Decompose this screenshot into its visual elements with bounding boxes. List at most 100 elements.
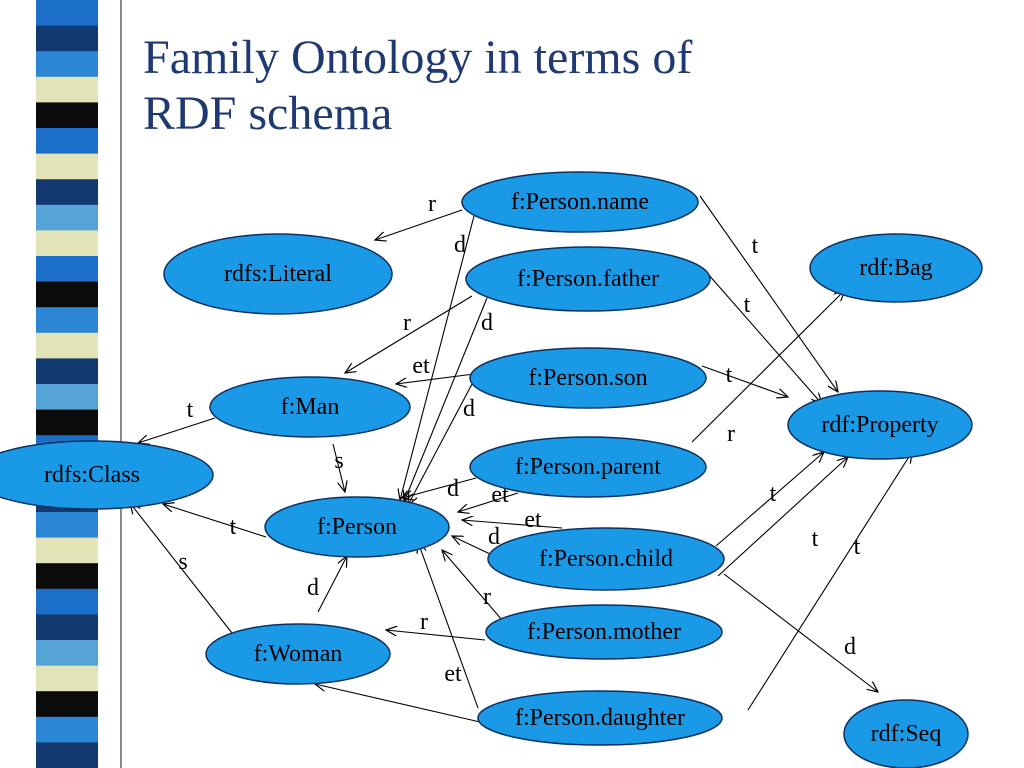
edge-arrow	[723, 573, 878, 692]
node-rdf-bag: rdf:Bag	[809, 233, 983, 303]
stripe-block	[36, 512, 98, 539]
stripe-block	[36, 204, 98, 231]
edge-label: r	[420, 609, 428, 635]
edge-label: d	[844, 634, 856, 660]
edge-arrow	[701, 365, 788, 397]
edge-label: d	[463, 396, 475, 422]
edge-arrow	[747, 452, 912, 711]
edge-arrow	[402, 477, 477, 498]
edge-label: d	[307, 575, 319, 601]
node-person-parent: f:Person.parent	[469, 436, 707, 498]
node-f-man: f:Man	[209, 376, 411, 438]
edge-label: r	[483, 584, 491, 610]
edge-label: d	[481, 310, 493, 336]
node-f-woman: f:Woman	[205, 623, 391, 685]
edge-label: d	[488, 524, 500, 550]
stripe-divider	[120, 0, 122, 768]
slide-title-line-1: Family Ontology in terms of	[143, 31, 693, 84]
edge-arrow	[138, 417, 216, 443]
node-rdfs-literal: rdfs:Literal	[163, 233, 393, 315]
node-ellipse	[163, 233, 393, 315]
edge-label: t	[752, 233, 759, 259]
edge-label: s	[178, 549, 187, 575]
edge-arrow	[130, 503, 233, 634]
edge-label: d	[454, 232, 466, 258]
edge-label: d	[447, 476, 459, 502]
edge-label: t	[230, 514, 237, 540]
stripe-block	[36, 384, 98, 411]
stripe-block	[36, 179, 98, 206]
edge-arrow	[375, 209, 463, 240]
node-ellipse	[469, 436, 707, 498]
stripe-block	[36, 640, 98, 667]
edge-label: et	[491, 482, 509, 508]
edge-label: et	[444, 661, 462, 687]
edge-arrow	[317, 556, 347, 613]
node-label: rdf:Property	[821, 412, 938, 438]
node-person-daughter: f:Person.daughter	[477, 690, 723, 746]
stripe-block	[36, 588, 98, 615]
edge-label: et	[412, 353, 430, 379]
node-f-person: f:Person	[264, 496, 450, 558]
edge-arrow	[400, 215, 475, 500]
edge-arrow	[691, 290, 845, 443]
node-ellipse	[487, 527, 725, 591]
edge-arrow	[699, 195, 838, 392]
node-label: f:Person.son	[528, 365, 647, 391]
stripe-block	[36, 281, 98, 308]
edge-label: t	[726, 362, 733, 388]
stripe-block	[36, 230, 98, 257]
edge-arrow	[707, 273, 822, 404]
edge-arrow	[404, 297, 488, 502]
edge-arrow	[717, 457, 848, 577]
node-label: f:Woman	[254, 641, 343, 667]
edge-label: t	[854, 534, 861, 560]
stripe-block	[36, 614, 98, 641]
node-ellipse	[0, 440, 214, 510]
edge-arrow	[345, 295, 473, 373]
edge-label: s	[334, 448, 343, 474]
node-person-father: f:Person.father	[465, 246, 711, 312]
stripe-block	[36, 25, 98, 52]
node-ellipse	[461, 171, 699, 233]
stripe-block	[36, 537, 98, 564]
edge-arrow	[408, 383, 473, 505]
node-label: rdf:Bag	[859, 255, 932, 281]
edge-arrow	[396, 373, 475, 384]
edge-arrow	[462, 520, 563, 529]
edge-arrow	[442, 550, 503, 621]
stripe-block	[36, 128, 98, 155]
slide-title-line-2: RDF schema	[143, 87, 393, 140]
edge-arrow	[418, 542, 479, 709]
decorative-stripe	[36, 0, 98, 768]
stripe-block	[36, 742, 98, 768]
edge-label: t	[812, 526, 819, 552]
node-ellipse	[809, 233, 983, 303]
edge-arrow	[715, 452, 824, 547]
node-label: rdf:Seq	[871, 721, 942, 747]
node-label: rdfs:Class	[44, 462, 140, 488]
node-label: f:Person.mother	[527, 619, 681, 645]
node-person-son: f:Person.son	[469, 347, 707, 409]
stripe-block	[36, 332, 98, 359]
stripe-block	[36, 51, 98, 78]
stripe-block	[36, 691, 98, 718]
stripe-block	[36, 665, 98, 692]
node-person-mother: f:Person.mother	[485, 604, 723, 660]
node-label: f:Man	[281, 394, 340, 420]
node-label: f:Person	[317, 514, 397, 540]
node-ellipse	[205, 623, 391, 685]
node-ellipse	[209, 376, 411, 438]
edge-arrow	[452, 536, 491, 555]
edge-arrow	[332, 443, 345, 492]
node-label: f:Person.name	[511, 189, 649, 215]
edge-label: t	[744, 292, 751, 318]
node-label: f:Person.child	[539, 546, 673, 572]
stripe-block	[36, 153, 98, 180]
node-rdf-seq: rdf:Seq	[843, 699, 969, 768]
node-ellipse	[469, 347, 707, 409]
stripe-block	[36, 716, 98, 743]
edge-label: r	[727, 421, 735, 447]
edge-arrow	[163, 504, 267, 538]
